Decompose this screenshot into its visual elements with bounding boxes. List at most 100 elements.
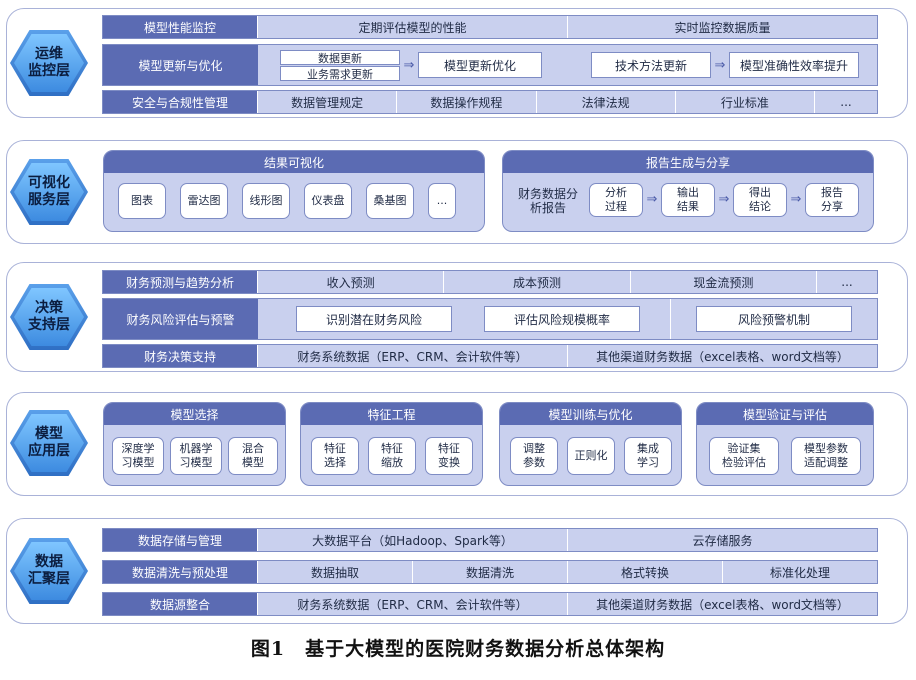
dec-risk-warning: 风险预警机制 [696, 306, 852, 332]
model-item: 模型参数 适配调整 [791, 437, 861, 475]
report-lead-1: 财务数据分 [517, 187, 578, 201]
data-row-storage-cell: 云存储服务 [568, 529, 877, 551]
dec-row-support: 财务决策支持 财务系统数据（ERP、CRM、会计软件等） 其他渠道财务数据（ex… [102, 344, 878, 368]
tech-update-box: 技术方法更新 [591, 52, 711, 78]
model-item: 特征 变换 [425, 437, 473, 475]
report-step-text: 分享 [821, 200, 843, 213]
dec-row-risk-head: 财务风险评估与预警 [103, 299, 258, 339]
arrow-right-icon: ⇒ [714, 57, 726, 73]
vis-item-chart: 图表 [118, 183, 166, 219]
report-step-share: 报告 分享 [805, 183, 859, 217]
vis-item-sankey: 桑基图 [366, 183, 414, 219]
model-item-text: 机器学 [179, 442, 213, 455]
data-row-integration: 数据源整合 财务系统数据（ERP、CRM、会计软件等） 其他渠道财务数据（exc… [102, 592, 878, 616]
report-lead-2: 析报告 [529, 201, 566, 215]
ops-row-security-cell: ... [815, 91, 877, 113]
ops-row-update-head: 模型更新与优化 [103, 45, 258, 85]
ops-layer-hex-icon: 运维 监控层 [10, 30, 88, 96]
report-step-text: 结论 [749, 200, 771, 213]
report-lead: 财务数据分 析报告 [511, 179, 585, 223]
dec-row-support-head: 财务决策支持 [103, 345, 258, 367]
data-row-storage-head: 数据存储与管理 [103, 529, 258, 551]
ops-row-monitor: 模型性能监控 定期评估模型的性能 实时监控数据质量 [102, 15, 878, 39]
arrow-right-icon: ⇒ [718, 191, 730, 207]
data-row-integration-cell: 其他渠道财务数据（excel表格、word文档等） [568, 593, 877, 615]
figure-caption: 图1 基于大模型的医院财务数据分析总体架构 [250, 638, 666, 660]
arrow-right-icon: ⇒ [790, 191, 802, 207]
divider [670, 299, 671, 339]
accuracy-box: 模型准确性效率提升 [729, 52, 859, 78]
model-panel-training: 模型训练与优化 调整 参数 正则化 集成 学习 [499, 402, 682, 486]
model-item-text: 正则化 [574, 449, 608, 462]
ops-row-update: 模型更新与优化 数据更新 业务需求更新 ⇒ 模型更新优化 技术方法更新 ⇒ 模型… [102, 44, 878, 86]
model-panel-validation: 模型验证与评估 验证集 检验评估 模型参数 适配调整 [696, 402, 874, 486]
report-step-output: 输出 结果 [661, 183, 715, 217]
model-item-text: 特征 [324, 442, 346, 455]
model-item-text: 模型参数 [804, 442, 848, 455]
dec-risk-identify: 识别潜在财务风险 [296, 306, 452, 332]
dec-row-forecast-cell: 成本预测 [444, 271, 631, 293]
model-panel-selection: 模型选择 深度学 习模型 机器学 习模型 混合 模型 [103, 402, 286, 486]
model-label-2: 应用层 [28, 443, 70, 459]
vis-label-1: 可视化 [28, 175, 70, 191]
model-item-text: 深度学 [121, 442, 155, 455]
data-row-cleaning-cell: 格式转换 [568, 561, 723, 583]
model-item-text: 模型 [242, 456, 264, 469]
model-item: 特征 缩放 [368, 437, 416, 475]
vis-result-panel: 结果可视化 图表 雷达图 线形图 仪表盘 桑基图 ... [103, 150, 485, 232]
ops-label-1: 运维 [35, 46, 63, 62]
model-item-text: 验证集 [727, 442, 761, 455]
dec-label-2: 支持层 [28, 317, 70, 333]
model-item: 混合 模型 [228, 437, 278, 475]
vis-item-dashboard: 仪表盘 [304, 183, 352, 219]
data-label-2: 汇聚层 [28, 571, 70, 587]
arrow-right-icon: ⇒ [403, 57, 415, 73]
model-item-text: 混合 [242, 442, 264, 455]
vis-label-2: 服务层 [28, 192, 70, 208]
model-panel-title: 特征工程 [301, 403, 482, 425]
vis-item-line: 线形图 [242, 183, 290, 219]
model-item-text: 集成 [637, 442, 659, 455]
vis-report-title: 报告生成与分享 [503, 151, 873, 173]
model-panel-feature: 特征工程 特征 选择 特征 缩放 特征 变换 [300, 402, 483, 486]
model-update-box: 模型更新优化 [418, 52, 542, 78]
vis-report-panel: 报告生成与分享 财务数据分 析报告 分析 过程 ⇒ 输出 结果 ⇒ 得出 结论 … [502, 150, 874, 232]
data-row-storage: 数据存储与管理 大数据平台（如Hadoop、Spark等） 云存储服务 [102, 528, 878, 552]
model-item: 特征 选择 [311, 437, 359, 475]
model-item-text: 习模型 [121, 456, 155, 469]
business-update-box: 业务需求更新 [280, 66, 400, 81]
model-item-text: 检验评估 [722, 456, 766, 469]
data-row-cleaning-head: 数据清洗与预处理 [103, 561, 258, 583]
model-item: 调整 参数 [510, 437, 558, 475]
report-step-text: 过程 [605, 200, 627, 213]
vis-item-radar: 雷达图 [180, 183, 228, 219]
ops-row-security-cell: 数据管理规定 [258, 91, 398, 113]
ops-row-monitor-cell: 定期评估模型的性能 [258, 16, 568, 38]
model-item: 集成 学习 [624, 437, 672, 475]
ops-label-2: 监控层 [28, 63, 70, 79]
arrow-right-icon: ⇒ [646, 191, 658, 207]
dec-layer-hex-icon: 决策 支持层 [10, 284, 88, 350]
model-label-1: 模型 [35, 426, 63, 442]
ops-row-monitor-head: 模型性能监控 [103, 16, 258, 38]
model-item-text: 变换 [438, 456, 460, 469]
report-step-text: 输出 [677, 186, 699, 199]
model-item-text: 适配调整 [804, 456, 848, 469]
report-step-text: 得出 [749, 186, 771, 199]
dec-row-support-cell: 其他渠道财务数据（excel表格、word文档等） [568, 345, 877, 367]
dec-row-forecast-cell: 收入预测 [258, 271, 445, 293]
vis-result-title: 结果可视化 [104, 151, 484, 173]
data-row-cleaning-cell: 数据清洗 [413, 561, 568, 583]
report-step-text: 分析 [605, 186, 627, 199]
report-step-analysis: 分析 过程 [589, 183, 643, 217]
report-step-text: 结果 [677, 200, 699, 213]
vis-layer-hex-icon: 可视化 服务层 [10, 159, 88, 225]
model-panel-title: 模型验证与评估 [697, 403, 873, 425]
ops-row-security-cell: 行业标准 [675, 91, 815, 113]
ops-row-security-cell: 数据操作规程 [397, 91, 537, 113]
dec-risk-assess: 评估风险规模概率 [484, 306, 640, 332]
model-layer-hex-icon: 模型 应用层 [10, 410, 88, 476]
data-update-box: 数据更新 [280, 50, 400, 65]
model-item: 正则化 [567, 437, 615, 475]
ops-row-security-head: 安全与合规性管理 [103, 91, 258, 113]
